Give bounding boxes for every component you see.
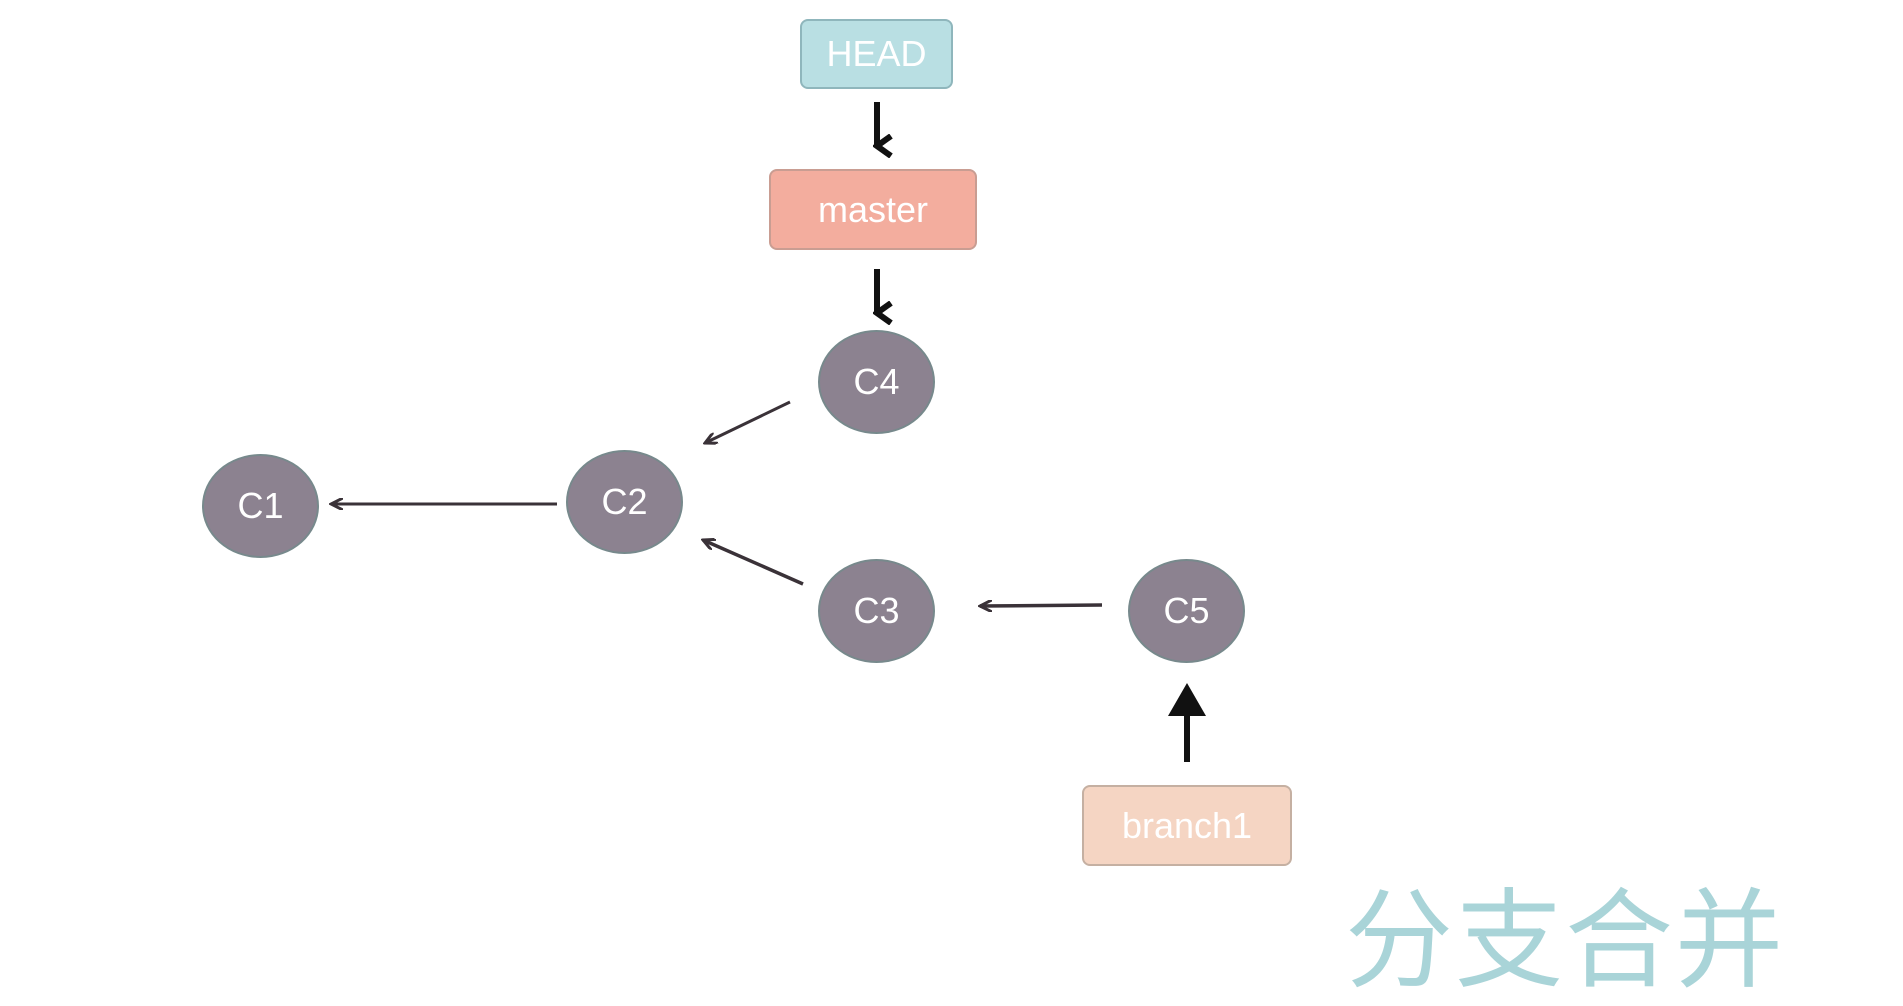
branch1-box: branch1 [1082, 785, 1292, 866]
commit-c1-label: C1 [237, 485, 284, 526]
commit-c3: C3 [818, 559, 935, 663]
arrow-c5-to-c3 [980, 605, 1103, 606]
commit-c1: C1 [202, 454, 319, 558]
head-ref-label: HEAD [826, 33, 927, 74]
master-branch-box: master [769, 169, 977, 250]
arrow-c4-to-c2 [705, 400, 791, 443]
arrow-c3-to-c2 [703, 540, 804, 586]
commit-c3-label: C3 [853, 590, 900, 631]
commit-c4: C4 [818, 330, 935, 434]
commit-c5: C5 [1128, 559, 1245, 663]
head-ref-box: HEAD [800, 19, 953, 89]
commit-c2-label: C2 [601, 481, 648, 522]
branch1-label: branch1 [1121, 804, 1253, 846]
commit-c4-label: C4 [853, 361, 900, 402]
arrowhead-branch1-to-c5 [1168, 683, 1206, 716]
commit-c5-label: C5 [1163, 590, 1210, 631]
commit-c2: C2 [566, 450, 683, 554]
master-branch-label: master [817, 188, 929, 230]
diagram-caption: 分支合并 [1345, 879, 1786, 1004]
